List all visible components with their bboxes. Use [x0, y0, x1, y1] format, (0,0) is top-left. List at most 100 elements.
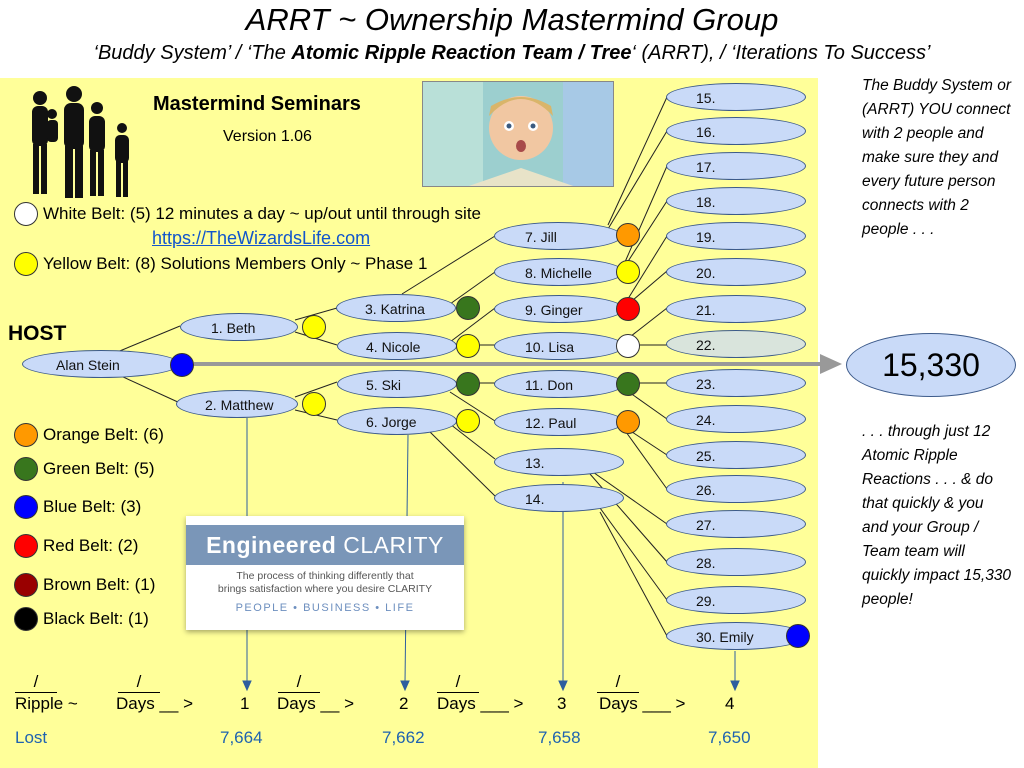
gen2-node-ski: 5. Ski — [337, 370, 457, 398]
gen3-node-paul: 12. Paul — [494, 408, 624, 436]
host-label: HOST — [8, 322, 67, 345]
gen3-node-13: 13. — [494, 448, 624, 476]
engineered-clarity-logo: Engineered CLARITY The process of thinki… — [186, 516, 464, 630]
lost-value-1: 7,664 — [220, 728, 263, 747]
ripple-slash-1: / — [15, 672, 57, 693]
gen4-node-19: 19. — [666, 222, 806, 250]
page-subtitle: ‘Buddy System’ / ‘The Atomic Ripple Reac… — [0, 42, 1024, 65]
days-label-3: Days ___ > — [437, 694, 524, 713]
family-silhouette-image — [32, 86, 129, 198]
clarity-title-light: CLARITY — [343, 532, 444, 558]
green-belt-dot — [14, 457, 38, 481]
gen3-node-lisa: 10. Lisa — [494, 332, 624, 360]
blue-belt-label: Blue Belt: (3) — [43, 497, 142, 516]
gen4-node-22: 22. — [666, 330, 806, 358]
host-node: Alan Stein — [22, 350, 180, 378]
clarity-tagline: The process of thinking differently that… — [186, 570, 464, 596]
lisa-belt-dot — [616, 334, 640, 358]
ripple-slash-5: / — [597, 672, 639, 693]
ripple-slash-2: / — [118, 672, 160, 693]
gen4-node-20: 20. — [666, 258, 806, 286]
yellow-belt-label: Yellow Belt: (8) Solutions Members Only … — [43, 254, 428, 273]
lost-value-2: 7,662 — [382, 728, 425, 747]
gen4-node-17: 17. — [666, 152, 806, 180]
brown-belt-dot — [14, 573, 38, 597]
jorge-belt-dot — [456, 409, 480, 433]
gen2-node-jorge: 6. Jorge — [337, 407, 457, 435]
ripple-slash-3: / — [278, 672, 320, 693]
ginger-belt-dot — [616, 297, 640, 321]
wizards-life-link[interactable]: https://TheWizardsLife.com — [152, 228, 371, 248]
lost-value-3: 7,658 — [538, 728, 581, 747]
side-text-bottom: . . . through just 12 Atomic Ripple Reac… — [862, 423, 1012, 608]
gen3-node-michelle: 8. Michelle — [494, 258, 624, 286]
clarity-tagline-2: brings satisfaction where you desire CLA… — [217, 583, 433, 595]
orange-belt-dot — [14, 423, 38, 447]
gen4-node-emily: 30. Emily — [666, 622, 806, 650]
total-impact-bubble: 15,330 — [846, 333, 1016, 397]
katrina-belt-dot — [456, 296, 480, 320]
beth-belt-dot — [302, 315, 326, 339]
don-belt-dot — [616, 372, 640, 396]
white-belt-label: White Belt: (5) 12 minutes a day ~ up/ou… — [43, 204, 481, 223]
white-belt-dot — [14, 202, 38, 226]
gen2-node-nicole: 4. Nicole — [337, 332, 457, 360]
gen4-node-27: 27. — [666, 510, 806, 538]
clarity-tagline-1: The process of thinking differently that — [236, 570, 414, 582]
matthew-belt-dot — [302, 392, 326, 416]
ripple-label: Ripple ~ — [15, 694, 78, 713]
seminar-title: Mastermind Seminars — [153, 93, 361, 115]
gen3-node-ginger: 9. Ginger — [494, 295, 624, 323]
paul-belt-dot — [616, 410, 640, 434]
host-belt-dot — [170, 353, 194, 377]
lost-label: Lost — [15, 728, 48, 747]
nicole-belt-dot — [456, 334, 480, 358]
red-belt-dot — [14, 534, 38, 558]
michelle-belt-dot — [616, 260, 640, 284]
gen4-node-26: 26. — [666, 475, 806, 503]
gen4-node-28: 28. — [666, 548, 806, 576]
page-title: ARRT ~ Ownership Mastermind Group — [245, 2, 779, 37]
clarity-title-bold: Engineered — [206, 532, 337, 558]
gen4-node-21: 21. — [666, 295, 806, 323]
subtitle-part-b: Atomic Ripple Reaction Team / Tree — [291, 42, 632, 64]
gen1-node-beth: 1. Beth — [180, 313, 298, 341]
ski-belt-dot — [456, 372, 480, 396]
jill-belt-dot — [616, 223, 640, 247]
gen3-node-don: 11. Don — [494, 370, 624, 398]
side-text-top: The Buddy System or (ARRT) YOU connect w… — [862, 77, 1012, 238]
gen4-node-18: 18. — [666, 187, 806, 215]
gen2-node-katrina: 3. Katrina — [336, 294, 456, 322]
yellow-belt-dot — [14, 252, 38, 276]
days-label-4: Days ___ > — [599, 694, 686, 713]
clarity-logo-title: Engineered CLARITY — [186, 525, 464, 565]
gen4-node-23: 23. — [666, 369, 806, 397]
gen4-node-15: 15. — [666, 83, 806, 111]
green-belt-label: Green Belt: (5) — [43, 459, 155, 478]
days-label-2: Days __ > — [277, 694, 355, 713]
clarity-subtitle: PEOPLE • BUSINESS • LIFE — [235, 602, 415, 614]
gen4-node-24: 24. — [666, 405, 806, 433]
ripple-number-1: 1 — [240, 694, 250, 713]
orange-belt-label: Orange Belt: (6) — [43, 425, 164, 444]
ripple-slash-4: / — [437, 672, 479, 693]
black-belt-label: Black Belt: (1) — [43, 609, 149, 628]
gen3-node-jill: 7. Jill — [494, 222, 622, 250]
subtitle-part-a: ‘Buddy System’ / ‘The — [93, 42, 292, 64]
gen1-node-matthew: 2. Matthew — [176, 390, 298, 418]
blue-belt-dot — [14, 495, 38, 519]
ripple-number-2: 2 — [399, 694, 409, 713]
gen4-node-25: 25. — [666, 441, 806, 469]
lost-value-4: 7,650 — [708, 728, 751, 747]
black-belt-dot — [14, 607, 38, 631]
subtitle-part-c: ‘ (ARRT), / ‘Iterations To Success’ — [631, 42, 931, 64]
gen4-node-29: 29. — [666, 586, 806, 614]
seminar-version: Version 1.06 — [223, 128, 312, 145]
emily-belt-dot — [786, 624, 810, 648]
days-label-1: Days __ > — [116, 694, 194, 713]
red-belt-label: Red Belt: (2) — [43, 536, 139, 555]
gen4-node-16: 16. — [666, 117, 806, 145]
brown-belt-label: Brown Belt: (1) — [43, 575, 156, 594]
ripple-number-3: 3 — [557, 694, 567, 713]
child-reading-photo — [422, 81, 614, 187]
